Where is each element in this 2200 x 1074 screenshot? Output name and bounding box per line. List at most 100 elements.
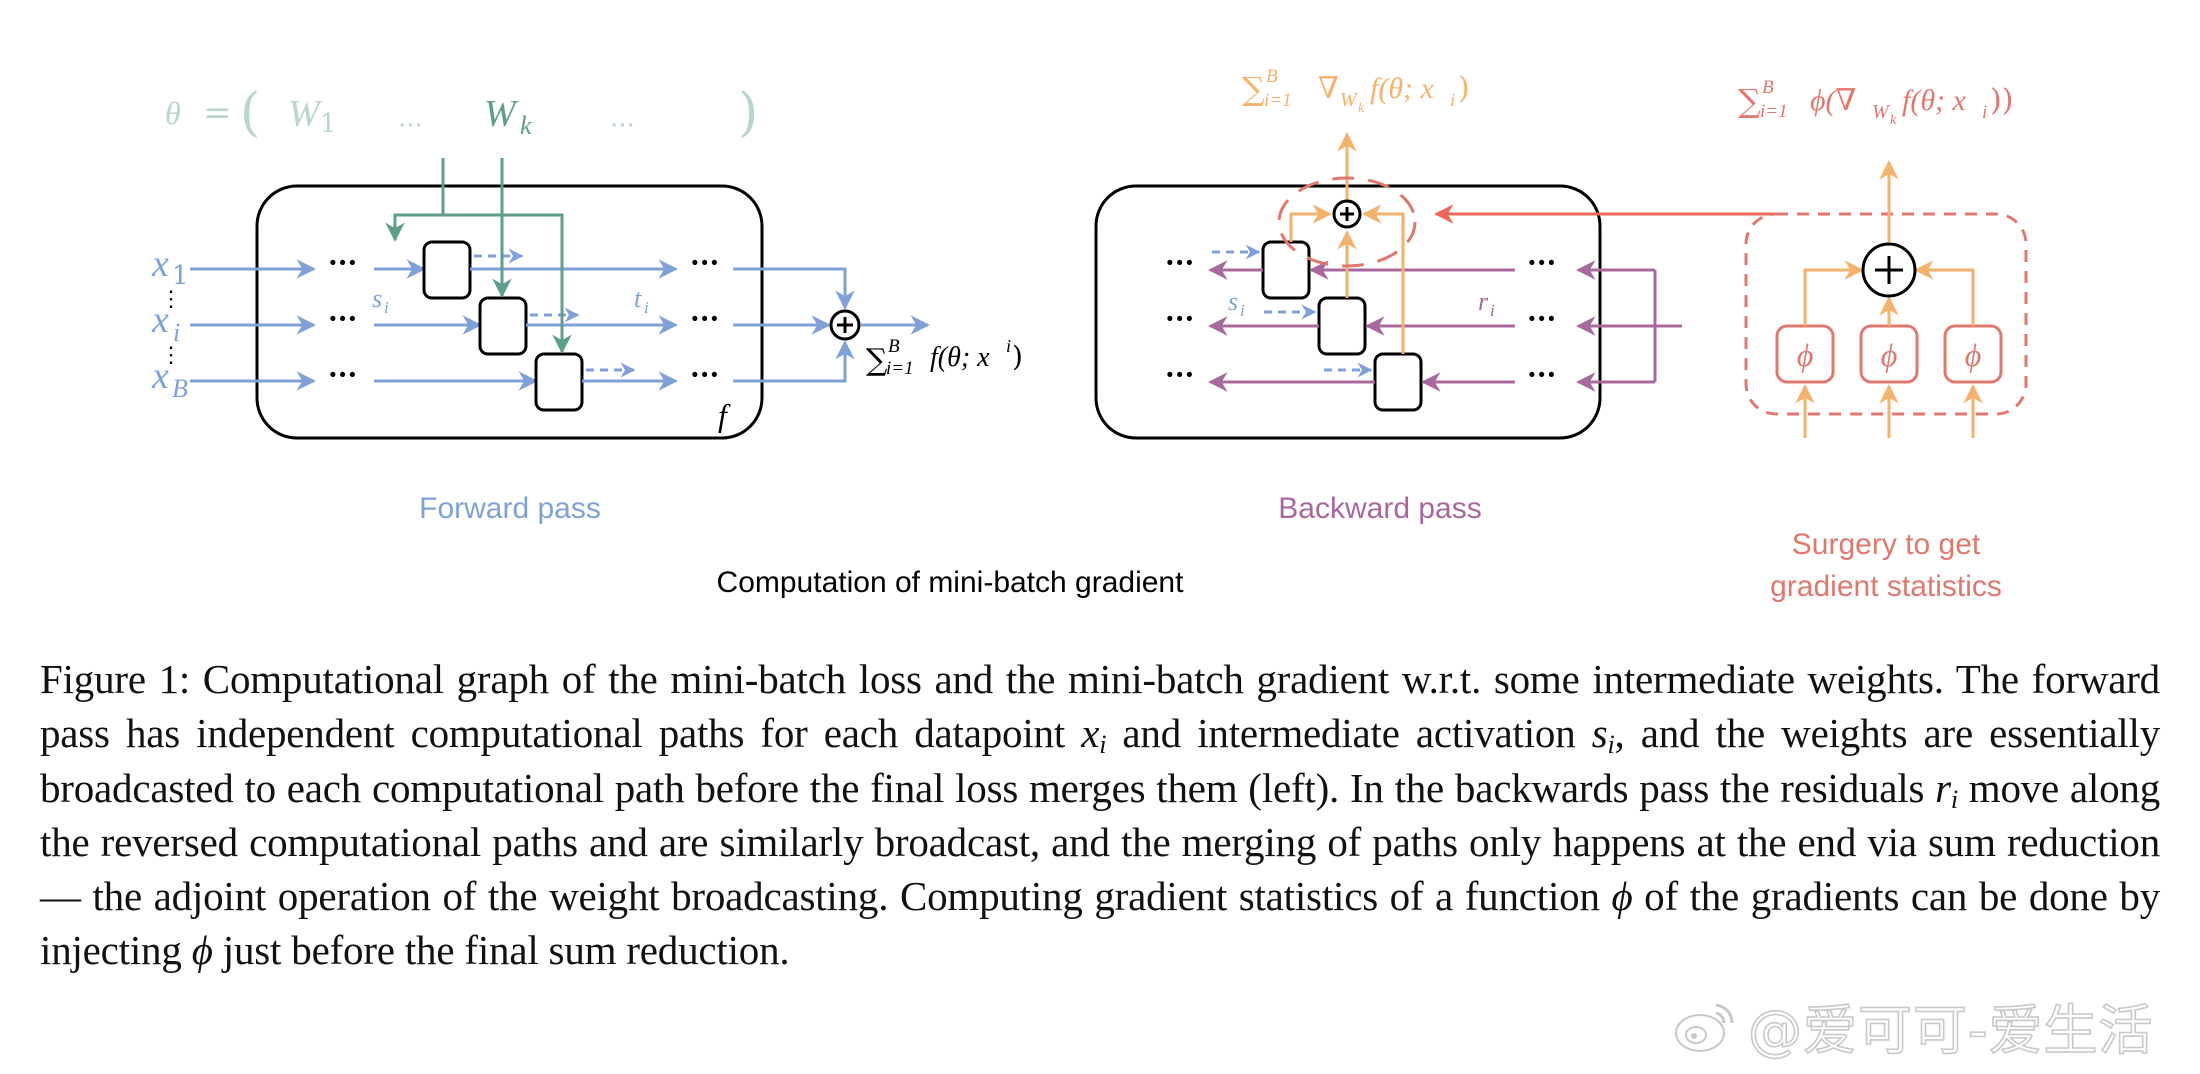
s-label-backward-sub: i [1240,301,1245,320]
input-xi-sub: i [173,318,180,347]
sum-upper: B [888,336,900,357]
ellipsis: ··· [1527,358,1556,391]
backward-layer-box-1 [1261,240,1311,300]
nabla-sub: W [1340,89,1359,111]
math-x-sub: i [1099,730,1107,760]
f-label: f [718,397,731,433]
weight-to-layer-1 [385,213,443,242]
merge-arrow-top [733,267,855,310]
layer-box-3 [534,352,584,412]
figure-caption: Figure 1: Computational graph of the min… [40,652,2160,978]
stats-expr-end: )) [1990,83,2013,118]
merge-arrow-bottom [733,340,855,383]
theta-symbol: θ [165,95,181,131]
gradient-sum-label: ∑ B i=1 ∇ W k f(θ; x i ) [1242,66,1470,116]
watermark-text: @爱可可-爱生活 [1747,998,2154,1063]
layer-box-2 [478,296,528,356]
phi-box-3: ϕ [1943,324,2003,384]
stats-nabla-subsub: k [1890,113,1897,128]
phi-symbol: ϕ [1965,337,1982,373]
vdots-1: ⋮ [160,287,182,312]
caption-text: and intermediate activation [1106,710,1592,757]
ellipsis: ··· [1527,246,1556,279]
stats-sum-symbol: ∑ [1738,82,1761,120]
theta-equals: = [203,93,232,133]
grad-sum-upper: B [1266,66,1278,87]
stats-sum-lower: i=1 [1760,101,1788,122]
loss-sum-label: ∑ B i=1 f(θ; x i ) [866,336,1023,379]
surgery-label-line1: Surgery to get [1792,528,1981,561]
function-f-box [255,184,764,440]
ellipsis: ··· [328,246,357,279]
wk-subscript: k [520,111,532,140]
grad-path-1 [1289,204,1332,242]
sum-node [829,309,861,341]
input-xi: x [151,299,169,341]
caption-text: of the gradients can be done by injectin… [40,873,2160,974]
ellipsis: ··· [690,246,719,279]
caption-text: just before the final sum reduction. [212,927,790,974]
surgery-site-highlight [1277,176,1417,268]
w1-symbol: W [288,93,323,135]
nabla-symbol: ∇ [1318,71,1339,106]
t-label: t [634,284,642,313]
weight-to-layer-3 [443,213,572,354]
stats-nabla-sub: W [1872,101,1891,123]
input-labels: x 1 ⋮ x i ⋮ x B [151,243,189,403]
loss-expr-end: ) [1012,340,1023,373]
input-xB-sub: B [172,374,188,403]
caption-text: , and the weights are essentially broadc… [40,710,2160,811]
input-x1: x [151,243,169,285]
forward-pass-label: Forward pass [419,492,601,525]
theta-open-paren: ( [240,83,260,143]
grad-expr-sub: i [1450,90,1455,111]
wk-symbol: W [484,93,519,135]
backward-sum-node [1332,199,1362,229]
grad-sum-lower: i=1 [1264,90,1292,111]
sum-symbol: ∑ [866,343,888,378]
math-s-sub: i [1607,730,1615,760]
phi-to-sum-1 [1803,260,1864,326]
surgery-panel: ∑ B i=1 ϕ(∇ W k f(θ; x i )) ϕ ϕ ϕ [1434,77,2028,603]
s-label-backward: s [1228,287,1238,316]
r-label-sub: i [1490,301,1495,320]
stats-sum-label: ∑ B i=1 ϕ(∇ W k f(θ; x i )) [1738,77,2013,128]
ellipsis: ··· [690,358,719,391]
stats-expr: f(θ; x [1902,84,1967,117]
figure-title: Computation of mini-batch gradient [717,566,1185,599]
input-x1-sub: 1 [172,261,189,291]
ellipsis: ··· [1165,358,1194,391]
backward-pass-label: Backward pass [1278,492,1481,525]
theta-close-paren: ) [738,83,758,143]
phi-symbol: ϕ [1797,337,1814,373]
math-phi: ϕ [1611,873,1633,920]
math-r-sub: i [1950,784,1958,814]
backward-layer-box-3 [1373,352,1423,412]
backward-layer-box-2 [1317,296,1367,356]
phi-symbol: ϕ [1881,337,1898,373]
grad-sum-symbol: ∑ [1242,70,1265,108]
phi-to-sum-3 [1914,260,1975,326]
input-xB: x [151,355,169,397]
stats-sum-node [1861,242,1917,298]
s-label-sub: i [384,298,389,317]
stats-expr-sub: i [1982,102,1987,123]
loss-expr: f(θ; x [930,342,990,373]
backward-pass-panel: ∑ B i=1 ∇ W k f(θ; x i ) ··· ··· ··· ···… [1094,66,1682,525]
math-r: r [1935,764,1951,811]
stats-sum-upper: B [1762,77,1774,98]
ellipsis: ··· [690,302,719,335]
r-label: r [1478,287,1489,316]
loss-expr-sup: i [1006,336,1011,356]
math-s: s [1591,710,1608,757]
math-x: x [1081,710,1100,757]
theta-row: θ = ( W 1 ... W k ... ) [165,83,758,143]
grad-path-3 [1362,204,1405,354]
vdots-2: ⋮ [160,343,182,368]
ellipsis: ··· [1527,302,1556,335]
layer-box-1 [422,240,472,300]
surgery-label-line2: gradient statistics [1770,570,2002,603]
ellipsis: ··· [328,302,357,335]
ellipsis: ··· [1165,302,1194,335]
s-label: s [372,284,382,313]
